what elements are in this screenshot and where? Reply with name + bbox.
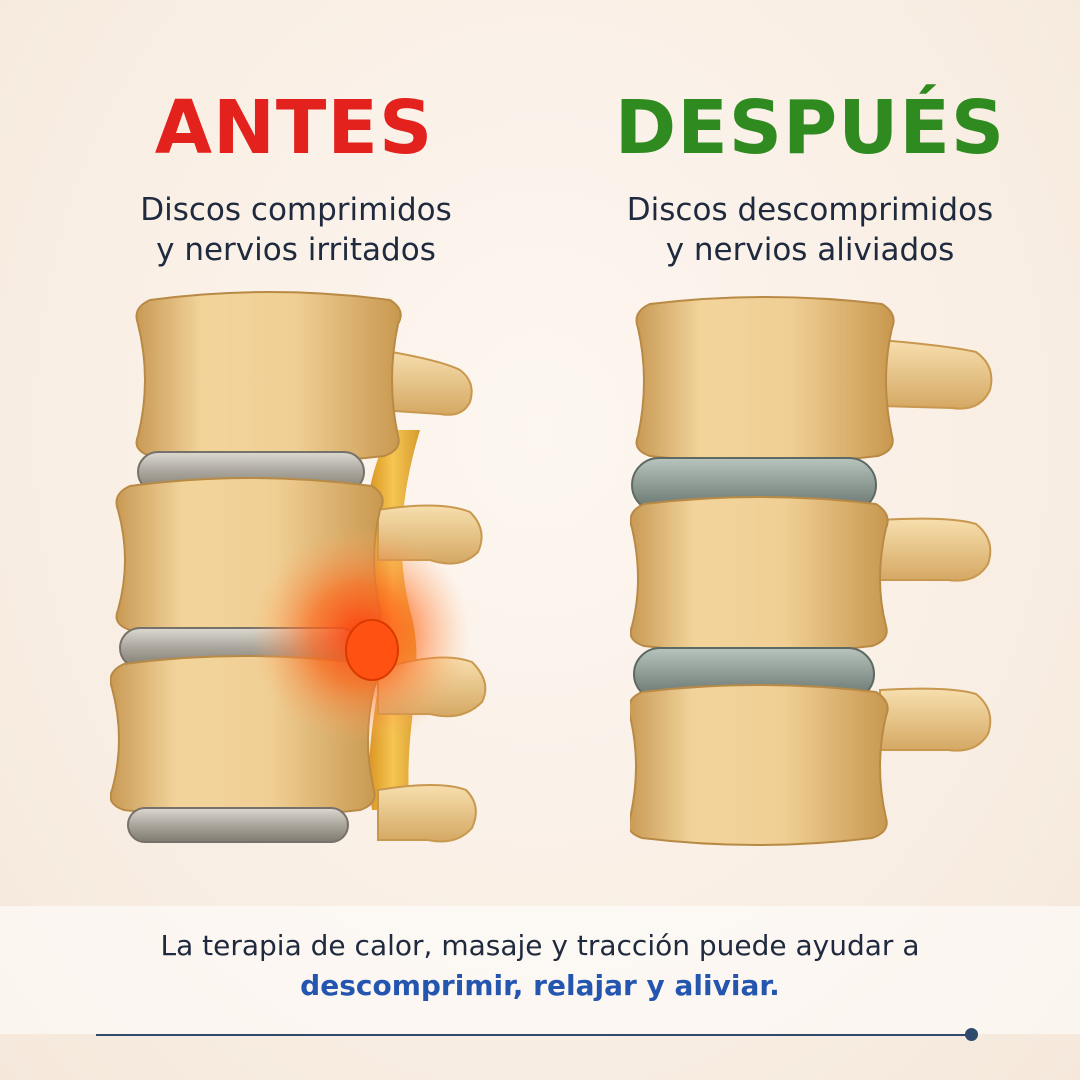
spinous-process — [879, 517, 992, 582]
before-subtitle-line1: Discos comprimidos — [140, 192, 452, 228]
after-subtitle-line1: Discos descomprimidos — [626, 192, 994, 228]
vertebra — [630, 684, 889, 846]
before-heading: ANTES — [154, 85, 434, 171]
after-subtitle-line2: y nervios aliviados — [665, 232, 955, 268]
after-subtitle: Discos descomprimidos y nervios aliviado… — [540, 190, 1080, 270]
inflammation-core — [345, 619, 399, 681]
compressed-spine-illustration — [110, 291, 487, 843]
before-subtitle-line2: y nervios irritados — [156, 232, 436, 268]
divider-dot — [965, 1028, 978, 1041]
before-panel: ANTES Discos comprimidos y nervios irrit… — [0, 0, 540, 900]
spinous-process — [879, 338, 993, 410]
compressed-disc — [127, 807, 349, 843]
vertebra — [135, 291, 402, 464]
footer-highlight: descomprimir, relajar y aliviar. — [300, 969, 780, 1002]
after-panel: DESPUÉS Discos descomprimidos y nervios … — [540, 0, 1080, 900]
spinous-process — [379, 348, 473, 416]
footer-text: La terapia de calor, masaje y tracción p… — [160, 929, 920, 962]
footer-band — [0, 906, 1080, 1034]
before-subtitle: Discos comprimidos y nervios irritados — [26, 190, 566, 270]
vertebra — [630, 496, 889, 654]
vertebra — [635, 296, 895, 464]
decompressed-spine-illustration — [630, 296, 993, 846]
divider-line — [96, 1034, 970, 1036]
after-heading: DESPUÉS — [614, 85, 1006, 171]
spinous-process — [377, 784, 477, 843]
spinous-process — [879, 687, 992, 752]
